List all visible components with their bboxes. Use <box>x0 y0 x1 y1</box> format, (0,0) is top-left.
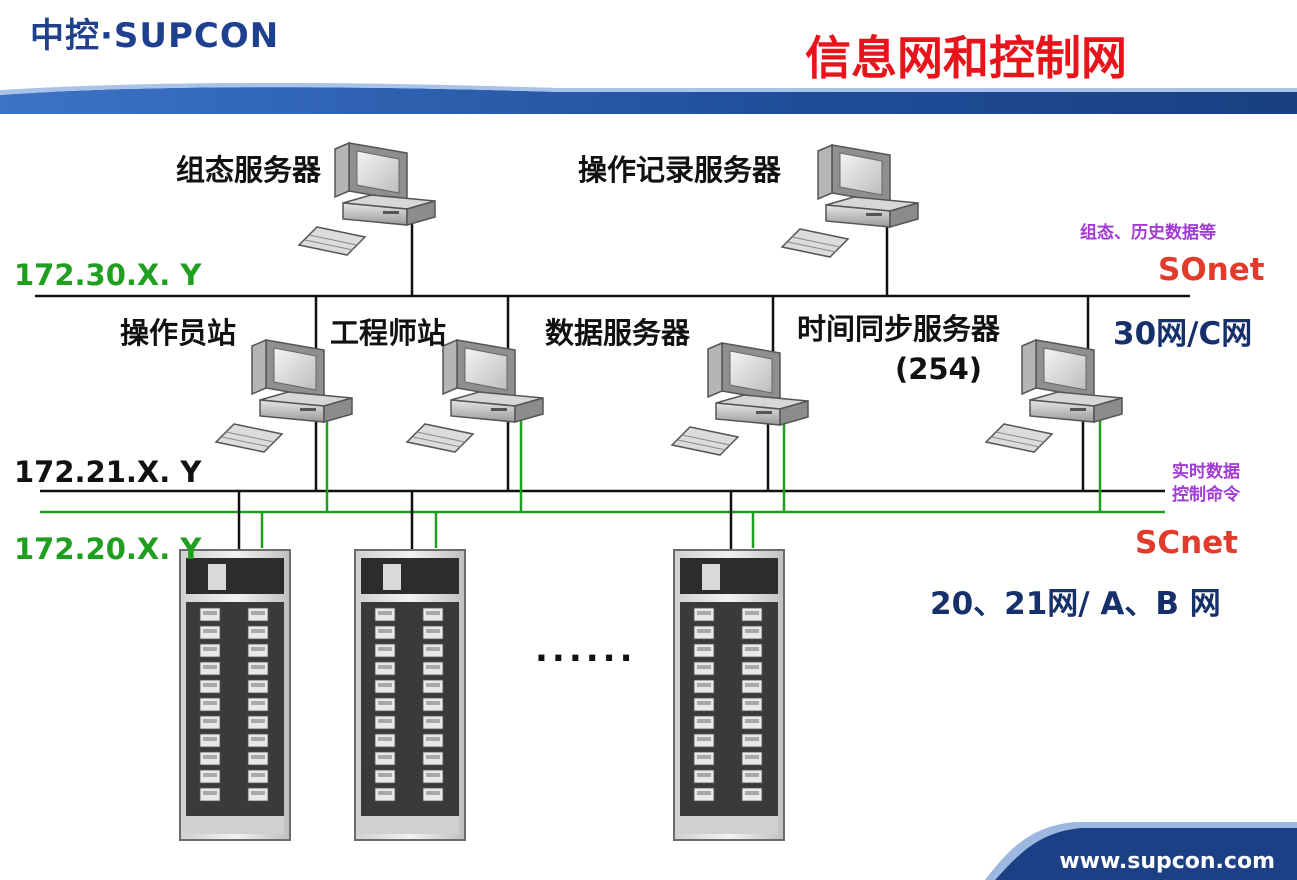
sonet-note: 组态、历史数据等 <box>1080 223 1216 243</box>
sonet-description: 30网/C网 <box>1113 316 1253 352</box>
supcon-logo: 中控·SUPCON <box>30 16 280 56</box>
scnet-note-realtime: 实时数据 <box>1172 462 1240 482</box>
station-links-black <box>314 296 1090 491</box>
more-cabinets-ellipsis: ...... <box>535 630 637 670</box>
data-server-label: 数据服务器 <box>545 316 691 350</box>
scnet-20-ip-label: 172.20.X. Y <box>14 532 202 566</box>
station-links-green <box>325 400 1102 512</box>
operator-station-label: 操作员站 <box>120 316 237 350</box>
cabinet-links-black <box>237 491 733 550</box>
footer-url: www.supcon.com <box>1059 849 1275 874</box>
scnet-21-ip-label: 172.21.X. Y <box>14 455 202 489</box>
time-sync-address-label: (254) <box>895 352 983 386</box>
control-cabinet-1-icon <box>179 549 291 841</box>
operator-station-computer-icon <box>215 339 353 453</box>
scnet-note-commands: 控制命令 <box>1172 485 1240 505</box>
time-sync-server-label: 时间同步服务器 <box>797 312 1001 346</box>
engineer-station-label: 工程师站 <box>330 316 447 350</box>
data-server-computer-icon <box>671 342 809 456</box>
oplog-server-label: 操作记录服务器 <box>578 153 782 187</box>
cabinet-links-green <box>260 512 755 548</box>
sonet-name: SOnet <box>1158 252 1265 288</box>
time-sync-server-computer-icon <box>985 339 1123 453</box>
config-server-label: 组态服务器 <box>176 153 322 187</box>
sonet-ip-label: 172.30.X. Y <box>14 258 202 292</box>
control-cabinet-2-icon <box>354 549 466 841</box>
server-links <box>410 220 889 296</box>
engineer-station-computer-icon <box>406 339 544 453</box>
oplog-server-computer-icon <box>781 144 919 258</box>
scnet-description: 20、21网/ A、B 网 <box>930 586 1221 622</box>
scnet-name: SCnet <box>1135 525 1238 561</box>
page-title: 信息网和控制网 <box>805 31 1127 85</box>
control-cabinet-3-icon <box>673 549 785 841</box>
